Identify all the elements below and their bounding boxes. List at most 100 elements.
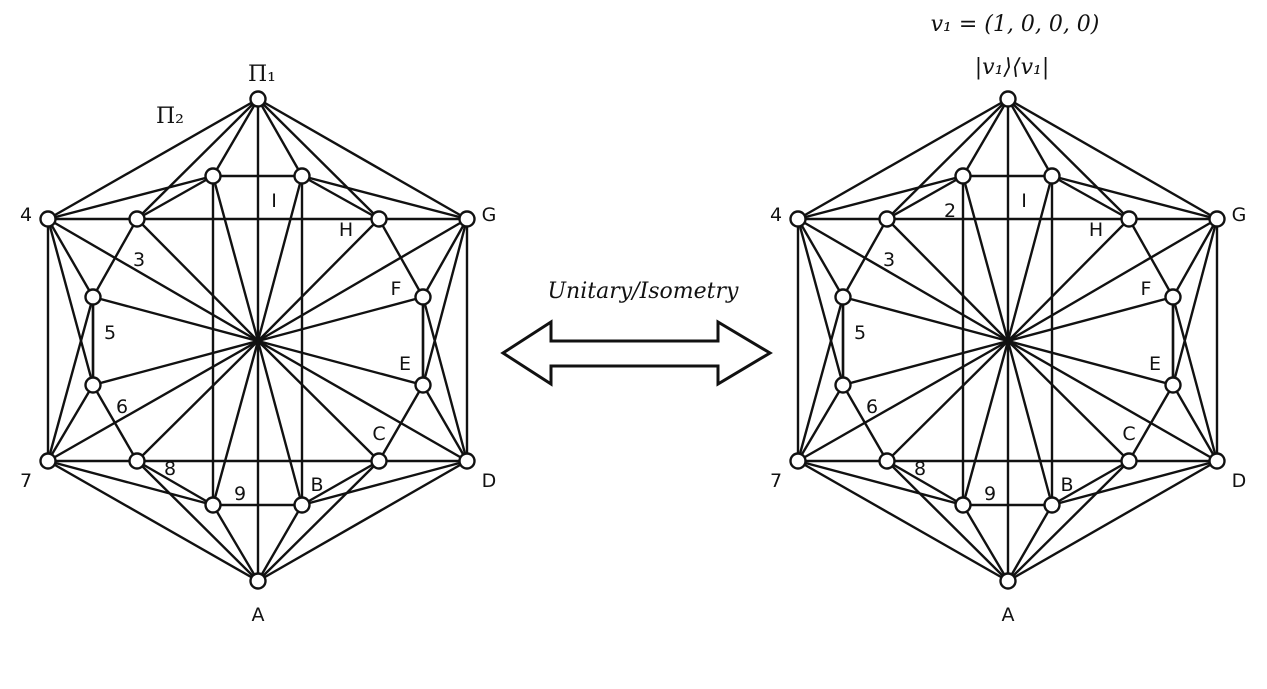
graph-edge — [257, 459, 468, 583]
node-label-7: 7 — [20, 470, 32, 492]
graph-edge — [421, 218, 469, 386]
node-label-F: F — [1141, 278, 1152, 300]
graph-edge — [257, 98, 380, 220]
graph-node-n8 — [128, 452, 146, 470]
spoke-edge — [136, 340, 259, 462]
spoke-edge — [92, 339, 259, 387]
graph-edge — [1007, 459, 1218, 583]
graph-node-G — [1208, 210, 1226, 228]
graph-edge — [211, 98, 260, 177]
graph-node-A — [249, 572, 267, 590]
spoke-edge — [797, 339, 1009, 463]
graph-edge — [377, 218, 425, 298]
graph-edge — [1051, 459, 1130, 507]
node-label-6: 6 — [116, 396, 128, 418]
graph-edge — [46, 218, 95, 386]
arrow-label: Unitary/Isometry — [548, 279, 740, 304]
node-label-3: 3 — [133, 249, 145, 271]
graph-edge — [46, 296, 95, 462]
graph-edge — [377, 384, 425, 462]
graph-edge — [797, 97, 1009, 221]
graph-edge — [211, 504, 260, 582]
graph-edge — [46, 384, 95, 462]
spoke-edge — [47, 339, 259, 463]
graph-edge — [1171, 218, 1219, 298]
graph-node-H — [370, 210, 388, 228]
graph-edge — [796, 384, 845, 462]
spoke-edge — [1007, 218, 1130, 342]
node-label-4: 4 — [20, 204, 32, 226]
graph-edge — [256, 504, 304, 582]
graph-edge — [796, 218, 845, 386]
spoke-edge — [47, 217, 259, 343]
graph-node-F — [1164, 288, 1182, 306]
graph-edge — [301, 459, 468, 507]
node-label-6: 6 — [866, 396, 878, 418]
graph-edge — [796, 296, 845, 462]
graph-edge — [796, 218, 845, 298]
graph-node-C — [370, 452, 388, 470]
spoke-edge — [961, 175, 1010, 342]
graph-edge — [886, 460, 1009, 582]
node-label-H: H — [1089, 219, 1103, 241]
spoke-edge — [257, 340, 380, 462]
spoke-edge — [257, 295, 424, 343]
graph-node-n7 — [789, 452, 807, 470]
graph-node-n5 — [84, 288, 102, 306]
double-arrow — [500, 319, 773, 387]
spoke-edge — [842, 339, 1009, 387]
graph-edge — [797, 174, 964, 221]
graph-edge — [1051, 174, 1130, 221]
graph-node-i2 — [954, 167, 972, 185]
spoke-edge — [257, 218, 380, 342]
graph-edge — [1007, 97, 1218, 221]
node-label-E: E — [1149, 353, 1161, 375]
graph-edge — [136, 98, 259, 220]
graph-node-n7 — [39, 452, 57, 470]
graph-node-n9 — [954, 496, 972, 514]
graph-edge — [91, 218, 139, 298]
spoke-edge — [211, 340, 260, 506]
spoke-edge — [1007, 340, 1130, 462]
graph-edge — [47, 459, 259, 583]
graph-edge — [136, 459, 214, 507]
graph-edge — [886, 98, 1009, 220]
graph-node-I — [1043, 167, 1061, 185]
graph-edge — [797, 459, 1009, 583]
pi2-label: Π₂ — [156, 104, 184, 129]
graph-edge — [91, 384, 139, 462]
graph-edge — [1007, 460, 1130, 582]
node-label-9: 9 — [984, 483, 996, 505]
graph-edge — [1171, 384, 1219, 462]
graph-edge — [1051, 174, 1218, 221]
node-label-5: 5 — [104, 322, 116, 344]
graph-node-E — [414, 376, 432, 394]
graph-edge — [841, 384, 889, 462]
node-label-B: B — [310, 474, 323, 496]
graph-edge — [1171, 218, 1219, 386]
graph-edge — [1006, 504, 1054, 582]
spoke-edge — [797, 217, 1009, 343]
spoke-edge — [92, 295, 259, 343]
spoke-edge — [257, 339, 468, 463]
spoke-edge — [1007, 339, 1218, 463]
graph-node-n3 — [878, 210, 896, 228]
graph-edge — [136, 174, 214, 221]
graph-edge — [1007, 98, 1130, 220]
node-label-A: A — [252, 604, 265, 626]
spoke-edge — [256, 175, 304, 342]
spoke-edge — [257, 217, 468, 343]
spoke-edge — [842, 295, 1009, 343]
spoke-edge — [136, 218, 259, 342]
projector-label: |v₁⟩⟨v₁| — [975, 55, 1050, 80]
graph-edge — [961, 504, 1010, 582]
node-label-G: G — [1232, 204, 1247, 226]
node-label-D: D — [482, 470, 497, 492]
vector-label: v₁ = (1, 0, 0, 0) — [931, 12, 1100, 37]
spoke-edge — [1006, 175, 1054, 342]
spoke-edge — [1006, 340, 1054, 506]
graph-edge — [841, 218, 889, 298]
node-label-B: B — [1060, 474, 1073, 496]
